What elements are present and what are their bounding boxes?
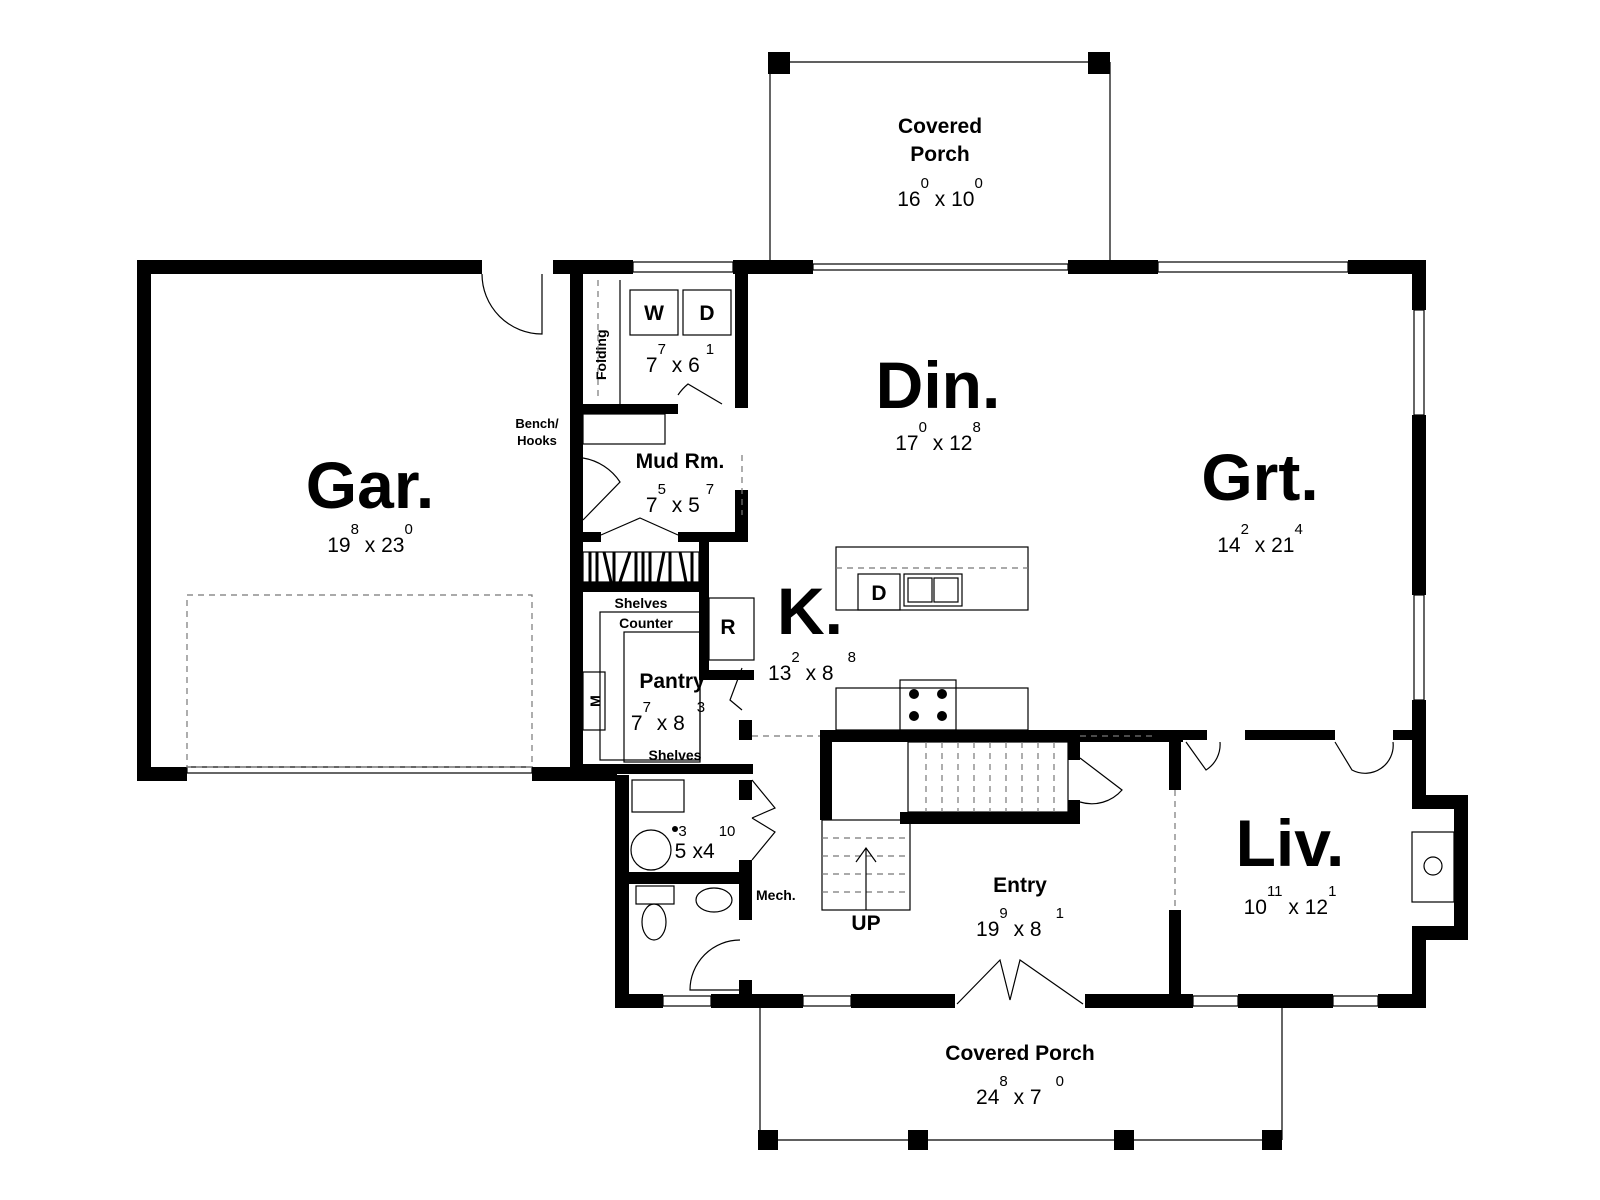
svg-text:Porch: Porch bbox=[910, 143, 970, 166]
svg-text:132 x 88: 132 x 88 bbox=[768, 649, 856, 685]
stairs-up-label: UP bbox=[851, 912, 880, 935]
room-mud: Mud Rm. 75 x 57 bbox=[636, 450, 725, 517]
covered-porch-top bbox=[768, 52, 1111, 262]
svg-text:Pantry: Pantry bbox=[639, 670, 705, 693]
kitchen-island: D bbox=[835, 546, 1029, 611]
counter-label: Counter bbox=[619, 615, 673, 631]
svg-text:53 x410: 53 x410 bbox=[675, 823, 736, 863]
svg-text:142 x 214: 142 x 214 bbox=[1217, 521, 1303, 557]
sink-bath bbox=[695, 887, 733, 913]
refrigerator bbox=[708, 597, 755, 661]
room-kitchen: K. 132 x 88 bbox=[768, 574, 856, 685]
room-porch-top: Covered Porch 160 x 100 bbox=[897, 115, 983, 211]
svg-text:198 x 230: 198 x 230 bbox=[327, 521, 413, 557]
toilet bbox=[641, 903, 667, 941]
covered-porch-bottom bbox=[758, 1008, 1283, 1150]
porch-post bbox=[768, 52, 790, 74]
washer-label: W bbox=[644, 302, 664, 325]
svg-text:Gar.: Gar. bbox=[306, 448, 434, 522]
svg-text:Covered Porch: Covered Porch bbox=[945, 1042, 1094, 1065]
room-dining: Din. 170 x 128 bbox=[876, 348, 1001, 455]
water-heater bbox=[631, 779, 685, 813]
svg-text:Entry: Entry bbox=[993, 874, 1047, 897]
front-door bbox=[956, 958, 1084, 1005]
microwave-label: M bbox=[587, 695, 603, 707]
room-living: Liv. 1011 x 121 bbox=[1236, 806, 1345, 919]
room-laundry: 77 x 61 bbox=[646, 341, 714, 377]
range bbox=[899, 679, 957, 731]
dishwasher-label: D bbox=[871, 582, 886, 605]
svg-text:Covered: Covered bbox=[898, 115, 982, 138]
svg-text:Din.: Din. bbox=[876, 348, 1001, 422]
svg-text:1011 x 121: 1011 x 121 bbox=[1244, 883, 1337, 919]
svg-text:75 x 57: 75 x 57 bbox=[646, 481, 714, 517]
closet-rod bbox=[582, 551, 700, 583]
room-great: Grt. 142 x 214 bbox=[1201, 440, 1318, 557]
porch-post bbox=[1088, 52, 1110, 74]
svg-text:160 x 100: 160 x 100 bbox=[897, 175, 983, 211]
hooks-label: Hooks bbox=[517, 433, 557, 448]
fireplace bbox=[1411, 831, 1455, 903]
svg-text:Mud Rm.: Mud Rm. bbox=[636, 450, 725, 473]
svg-text:170 x 128: 170 x 128 bbox=[895, 419, 981, 455]
dryer-label: D bbox=[699, 302, 714, 325]
svg-text:Grt.: Grt. bbox=[1201, 440, 1318, 514]
svg-text:K.: K. bbox=[777, 574, 843, 648]
furnace bbox=[630, 829, 672, 871]
svg-text:199 x 81: 199 x 81 bbox=[976, 905, 1064, 941]
room-pantry: Pantry 77 x 83 bbox=[631, 670, 705, 735]
refrigerator-label: R bbox=[720, 616, 735, 639]
exterior-walls bbox=[137, 260, 1468, 1008]
room-entry: Entry 199 x 81 bbox=[976, 874, 1064, 941]
room-garage: Gar. 198 x 230 bbox=[306, 448, 434, 557]
svg-text:Liv.: Liv. bbox=[1236, 806, 1345, 880]
fixtures: W D Folding Bench/ Hooks Shelves Counter… bbox=[481, 273, 1455, 1005]
interior-walls bbox=[583, 260, 1418, 1008]
svg-text:77 x 61: 77 x 61 bbox=[646, 341, 714, 377]
bench-label: Bench/ bbox=[515, 416, 559, 431]
range-counter bbox=[835, 679, 1029, 731]
shelves-top-label: Shelves bbox=[615, 595, 668, 611]
washer bbox=[629, 289, 679, 336]
folding-label: Folding bbox=[593, 329, 609, 380]
dryer bbox=[682, 289, 732, 336]
svg-text:77 x 83: 77 x 83 bbox=[631, 699, 705, 735]
room-labels: Covered Porch 160 x 100 Gar. 198 x 230 7… bbox=[306, 115, 1345, 1109]
microwave bbox=[582, 671, 606, 731]
sink bbox=[903, 573, 963, 607]
bench bbox=[582, 413, 666, 445]
room-bath: 53 x410 bbox=[675, 823, 736, 863]
garage-door-swing bbox=[481, 273, 543, 335]
svg-text:248 x 70: 248 x 70 bbox=[976, 1073, 1064, 1109]
room-porch-bottom: Covered Porch 248 x 70 bbox=[945, 1042, 1094, 1109]
shelves-bottom-label: Shelves bbox=[649, 747, 702, 763]
mech-label: Mech. bbox=[756, 887, 796, 903]
stairs: UP bbox=[821, 741, 1069, 935]
